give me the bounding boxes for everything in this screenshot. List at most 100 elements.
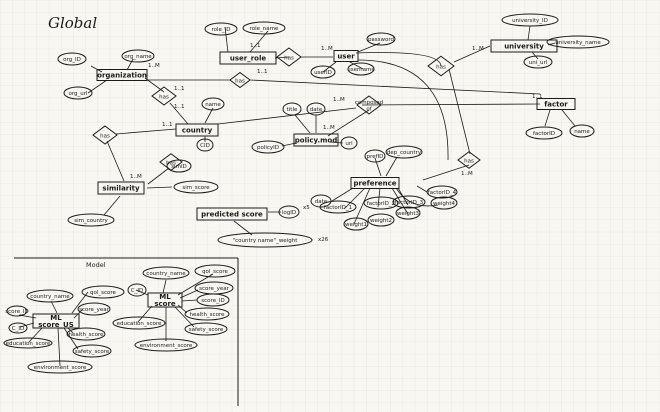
attribute-label: health_score — [69, 332, 105, 338]
attribute-label: environment_score — [34, 365, 87, 371]
attribute-m2-cid: C_ID — [127, 283, 147, 297]
cardinality-label: 1..M — [148, 63, 160, 69]
svg-text:university: university — [504, 42, 544, 50]
svg-text:composed: composed — [355, 100, 383, 106]
relationship-has-univ: has — [427, 55, 455, 77]
svg-text:user_role: user_role — [230, 54, 267, 62]
attribute-univ-name: university_name — [546, 35, 610, 49]
attribute-univ-id: university_ID — [501, 13, 559, 27]
attribute-label: country_name — [146, 271, 186, 277]
attribute-org-name: org_name — [121, 49, 155, 63]
attribute-c-id: CID — [196, 138, 214, 152]
attribute-pr-w2: weight2 — [367, 213, 395, 227]
attribute-label: uni_url — [529, 60, 548, 66]
attribute-p-title: title — [282, 102, 302, 116]
svg-text:user: user — [337, 52, 355, 60]
attribute-m1-year: score_year — [77, 302, 111, 316]
entity-label: organization — [97, 71, 147, 79]
attribute-label: education_score — [117, 321, 162, 327]
relationship-label: has — [464, 158, 474, 164]
cardinality-label: 1..1 — [250, 43, 261, 49]
attribute-label: environment_score — [140, 343, 193, 349]
entity-predicted: predicted score — [196, 207, 268, 221]
svg-text:factor: factor — [544, 100, 568, 108]
attribute-label: score_year — [79, 307, 110, 313]
attribute-m2-country: country_name — [142, 266, 190, 280]
attribute-label: C_ID — [12, 326, 24, 332]
entity-label: user_role — [230, 54, 267, 62]
attribute-label: qol_score — [202, 269, 229, 275]
attribute-sim-id: simID — [166, 159, 192, 173]
attribute-label: role_name — [250, 26, 279, 32]
cardinality-label: x5 — [303, 205, 310, 211]
entity-similarity: similarity — [97, 181, 145, 195]
attribute-org-url: org_url — [63, 86, 93, 100]
attribute-p-url: url — [340, 136, 358, 150]
attribute-label: userID — [314, 70, 332, 76]
svg-text:ML: ML — [50, 314, 62, 322]
entity-user: user — [333, 50, 359, 62]
attribute-p-date: date — [306, 102, 326, 116]
attribute-label: country_name — [30, 294, 70, 300]
attribute-label: university_ID — [512, 18, 548, 24]
attribute-m2-qol: qol_score — [194, 264, 236, 278]
attribute-m2-safety: safety_score — [184, 322, 228, 336]
entity-label: user — [337, 52, 355, 60]
attribute-role-id: role_ID — [204, 22, 238, 36]
svg-text:organization: organization — [97, 71, 147, 79]
attribute-ps-cw: "country name"_weight — [217, 232, 313, 248]
attribute-label: score_year — [199, 286, 230, 292]
attribute-label: name — [574, 129, 590, 135]
attribute-label: weight3 — [397, 211, 420, 217]
attribute-pr-w4: weight4 — [430, 196, 458, 210]
relationship-label: has — [166, 160, 176, 166]
relationship-label: has — [436, 64, 446, 70]
cardinality-label: 1..M — [130, 174, 142, 180]
svg-text:has: has — [284, 55, 294, 61]
entity-organization: organization — [96, 69, 148, 81]
relationship-has-org: has — [151, 86, 177, 106]
attribute-org-id: org_ID — [57, 52, 87, 66]
entity-label: preference — [353, 179, 396, 187]
attribute-c-name: name — [201, 97, 225, 111]
attribute-label: title — [287, 107, 298, 113]
attribute-label: org_name — [124, 54, 152, 60]
cardinality-label: 1..M — [472, 46, 484, 52]
attribute-label: sim_score — [182, 185, 210, 191]
attribute-role-name: role_name — [242, 21, 286, 35]
attribute-m2-scoreid: score_ID — [196, 293, 230, 307]
model-section-title: Model — [86, 261, 106, 269]
attribute-label: logID — [282, 210, 296, 216]
cardinality-label: 1..M — [321, 46, 333, 52]
attribute-pr-country: dep_country — [385, 145, 423, 159]
cardinality-label: 1..M — [323, 125, 335, 131]
relationship-has-user: has — [276, 47, 302, 67]
model-connection-lines — [18, 273, 214, 367]
cardinality-label: 1..M — [461, 171, 473, 177]
entity-label: similarity — [102, 184, 140, 192]
attribute-label: qol_score — [90, 290, 117, 296]
attribute-label: university_name — [555, 40, 601, 46]
attribute-user-id: userID — [310, 65, 336, 79]
entity-preference: preference — [350, 177, 400, 189]
cardinality-label: 1..1 — [174, 86, 185, 92]
relationship-label: has — [235, 78, 245, 84]
attribute-ps-log: logID — [278, 205, 300, 219]
cardinality-label: x26 — [318, 237, 329, 243]
relationship-label: has — [159, 94, 169, 100]
entity-label: country — [182, 126, 213, 134]
entity-label: university — [504, 42, 544, 50]
attribute-label: safety_score — [75, 349, 110, 355]
attribute-label: prefID — [367, 154, 384, 160]
svg-text:has: has — [166, 160, 176, 166]
svg-text:of: of — [366, 107, 372, 113]
entity-label: policy.mod — [295, 136, 337, 144]
attribute-label: weight1 — [345, 222, 367, 228]
attribute-label: role_ID — [211, 27, 230, 33]
